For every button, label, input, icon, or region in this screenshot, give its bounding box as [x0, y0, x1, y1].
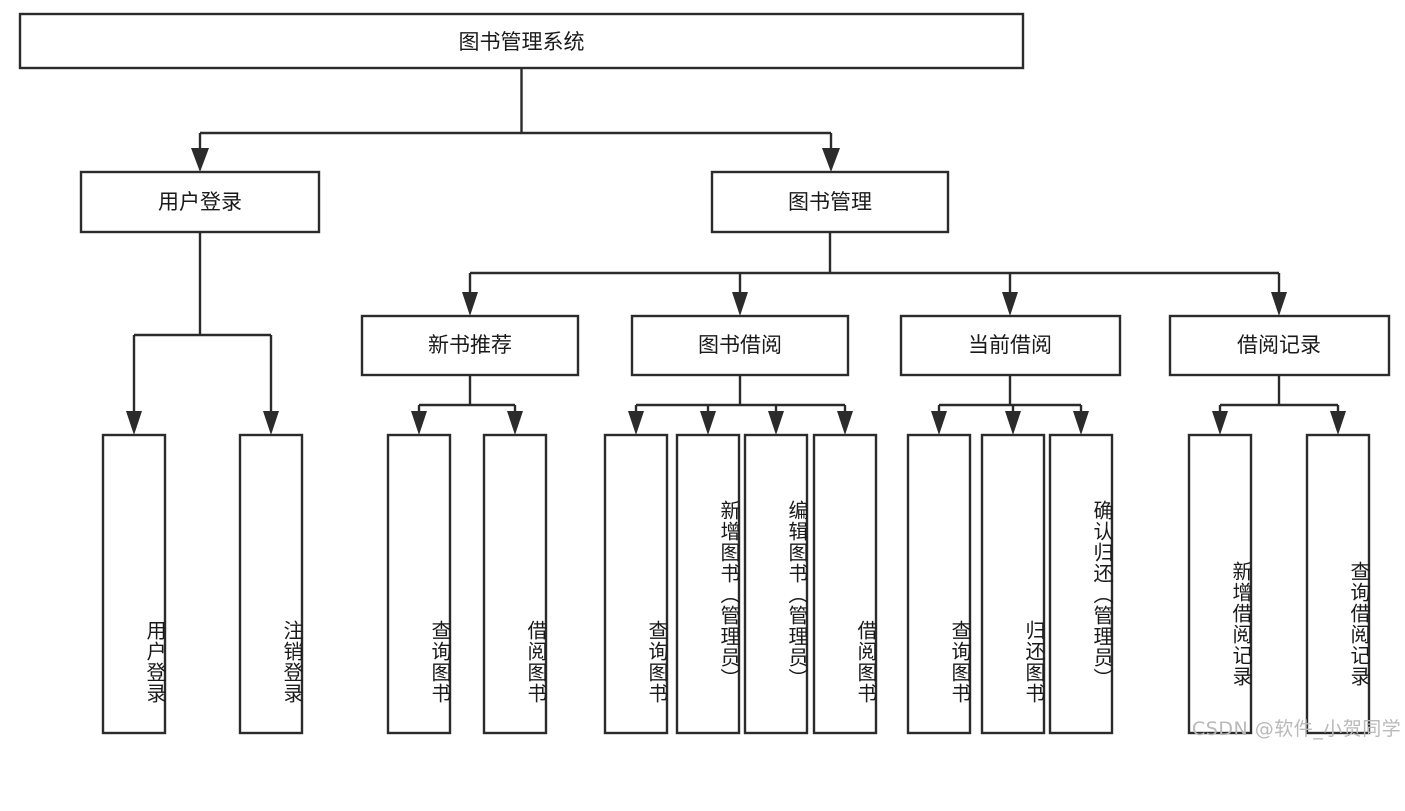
- node-new-book-recommend-label: 新书推荐: [428, 333, 512, 357]
- node-leaf-edit-book-rect[interactable]: [743, 433, 809, 735]
- node-book-management-label: 图书管理: [788, 190, 872, 214]
- leaf-rect-layer: [101, 433, 1371, 735]
- node-user-login-label: 用户登录: [158, 190, 242, 214]
- node-borrow-record-rect[interactable]: [1168, 314, 1391, 377]
- node-leaf-query-book-2-rect[interactable]: [603, 433, 669, 735]
- node-book-management[interactable]: 图书管理: [710, 170, 950, 234]
- connector-layer: [126, 68, 1346, 435]
- flowchart-canvas: 图书管理系统 用户登录 图书管理 新书推荐 图书借阅 当前借阅 借阅记录: [18, 12, 1402, 740]
- node-new-book-recommend-rect[interactable]: [360, 314, 580, 377]
- node-leaf-query-book-1-rect[interactable]: [386, 433, 452, 735]
- arrowhead-leaf-query-book-2: [628, 411, 644, 435]
- node-user-login-rect[interactable]: [79, 170, 321, 234]
- arrowhead-leaf-add-book: [700, 411, 716, 435]
- node-book-borrow-rect[interactable]: [630, 314, 850, 377]
- node-leaf-add-record-rect[interactable]: [1187, 433, 1253, 735]
- node-current-borrow-rect[interactable]: [899, 314, 1122, 377]
- arrowhead-leaf-query-book-1: [411, 411, 427, 435]
- node-leaf-add-book-rect[interactable]: [675, 433, 741, 735]
- node-root-label: 图书管理系统: [459, 30, 585, 54]
- arrowhead-leaf-add-record: [1212, 411, 1228, 435]
- arrowhead-user-login: [191, 148, 209, 172]
- arrowhead-book-management: [822, 148, 840, 172]
- node-new-book-recommend[interactable]: 新书推荐: [360, 314, 580, 377]
- node-root-rect[interactable]: [18, 12, 1025, 70]
- node-book-borrow-label: 图书借阅: [698, 333, 782, 357]
- arrowhead-leaf-query-book-3: [931, 411, 947, 435]
- arrowhead-leaf-edit-book: [768, 411, 784, 435]
- node-leaf-query-book-3-rect[interactable]: [906, 433, 972, 735]
- node-leaf-user-login-rect[interactable]: [101, 433, 167, 735]
- node-root[interactable]: 图书管理系统: [18, 12, 1025, 70]
- node-leaf-logout-rect[interactable]: [238, 433, 304, 735]
- node-leaf-borrow-book-2-rect[interactable]: [812, 433, 878, 735]
- arrowhead-leaf-confirm-return: [1073, 411, 1089, 435]
- node-borrow-record[interactable]: 借阅记录: [1168, 314, 1391, 377]
- arrowhead-book-borrow: [732, 292, 748, 316]
- node-book-management-rect[interactable]: [710, 170, 950, 234]
- arrowhead-leaf-return-book: [1005, 411, 1021, 435]
- node-user-login[interactable]: 用户登录: [79, 170, 321, 234]
- arrowhead-borrow-record: [1271, 292, 1287, 316]
- arrowhead-leaf-borrow-book-2: [837, 411, 853, 435]
- node-book-borrow[interactable]: 图书借阅: [630, 314, 850, 377]
- arrowhead-leaf-query-record: [1330, 411, 1346, 435]
- arrowhead-new-book-recommend: [462, 292, 478, 316]
- node-leaf-query-record-rect[interactable]: [1305, 433, 1371, 735]
- node-borrow-record-label: 借阅记录: [1237, 333, 1321, 357]
- node-current-borrow[interactable]: 当前借阅: [899, 314, 1122, 377]
- node-current-borrow-label: 当前借阅: [968, 333, 1052, 357]
- node-leaf-confirm-return-rect[interactable]: [1048, 433, 1114, 735]
- arrowhead-leaf-borrow-book-1: [507, 411, 523, 435]
- node-leaf-borrow-book-1-rect[interactable]: [482, 433, 548, 735]
- node-leaf-return-book-rect[interactable]: [980, 433, 1046, 735]
- arrowhead-leaf-logout: [263, 411, 279, 435]
- arrowhead-current-borrow: [1002, 292, 1018, 316]
- arrowhead-leaf-user-login: [126, 411, 142, 435]
- csdn-watermark: CSDN @软件_小贺同学: [1192, 718, 1402, 740]
- flowchart-svg: 图书管理系统 用户登录 图书管理 新书推荐 图书借阅 当前借阅 借阅记录: [18, 12, 1391, 735]
